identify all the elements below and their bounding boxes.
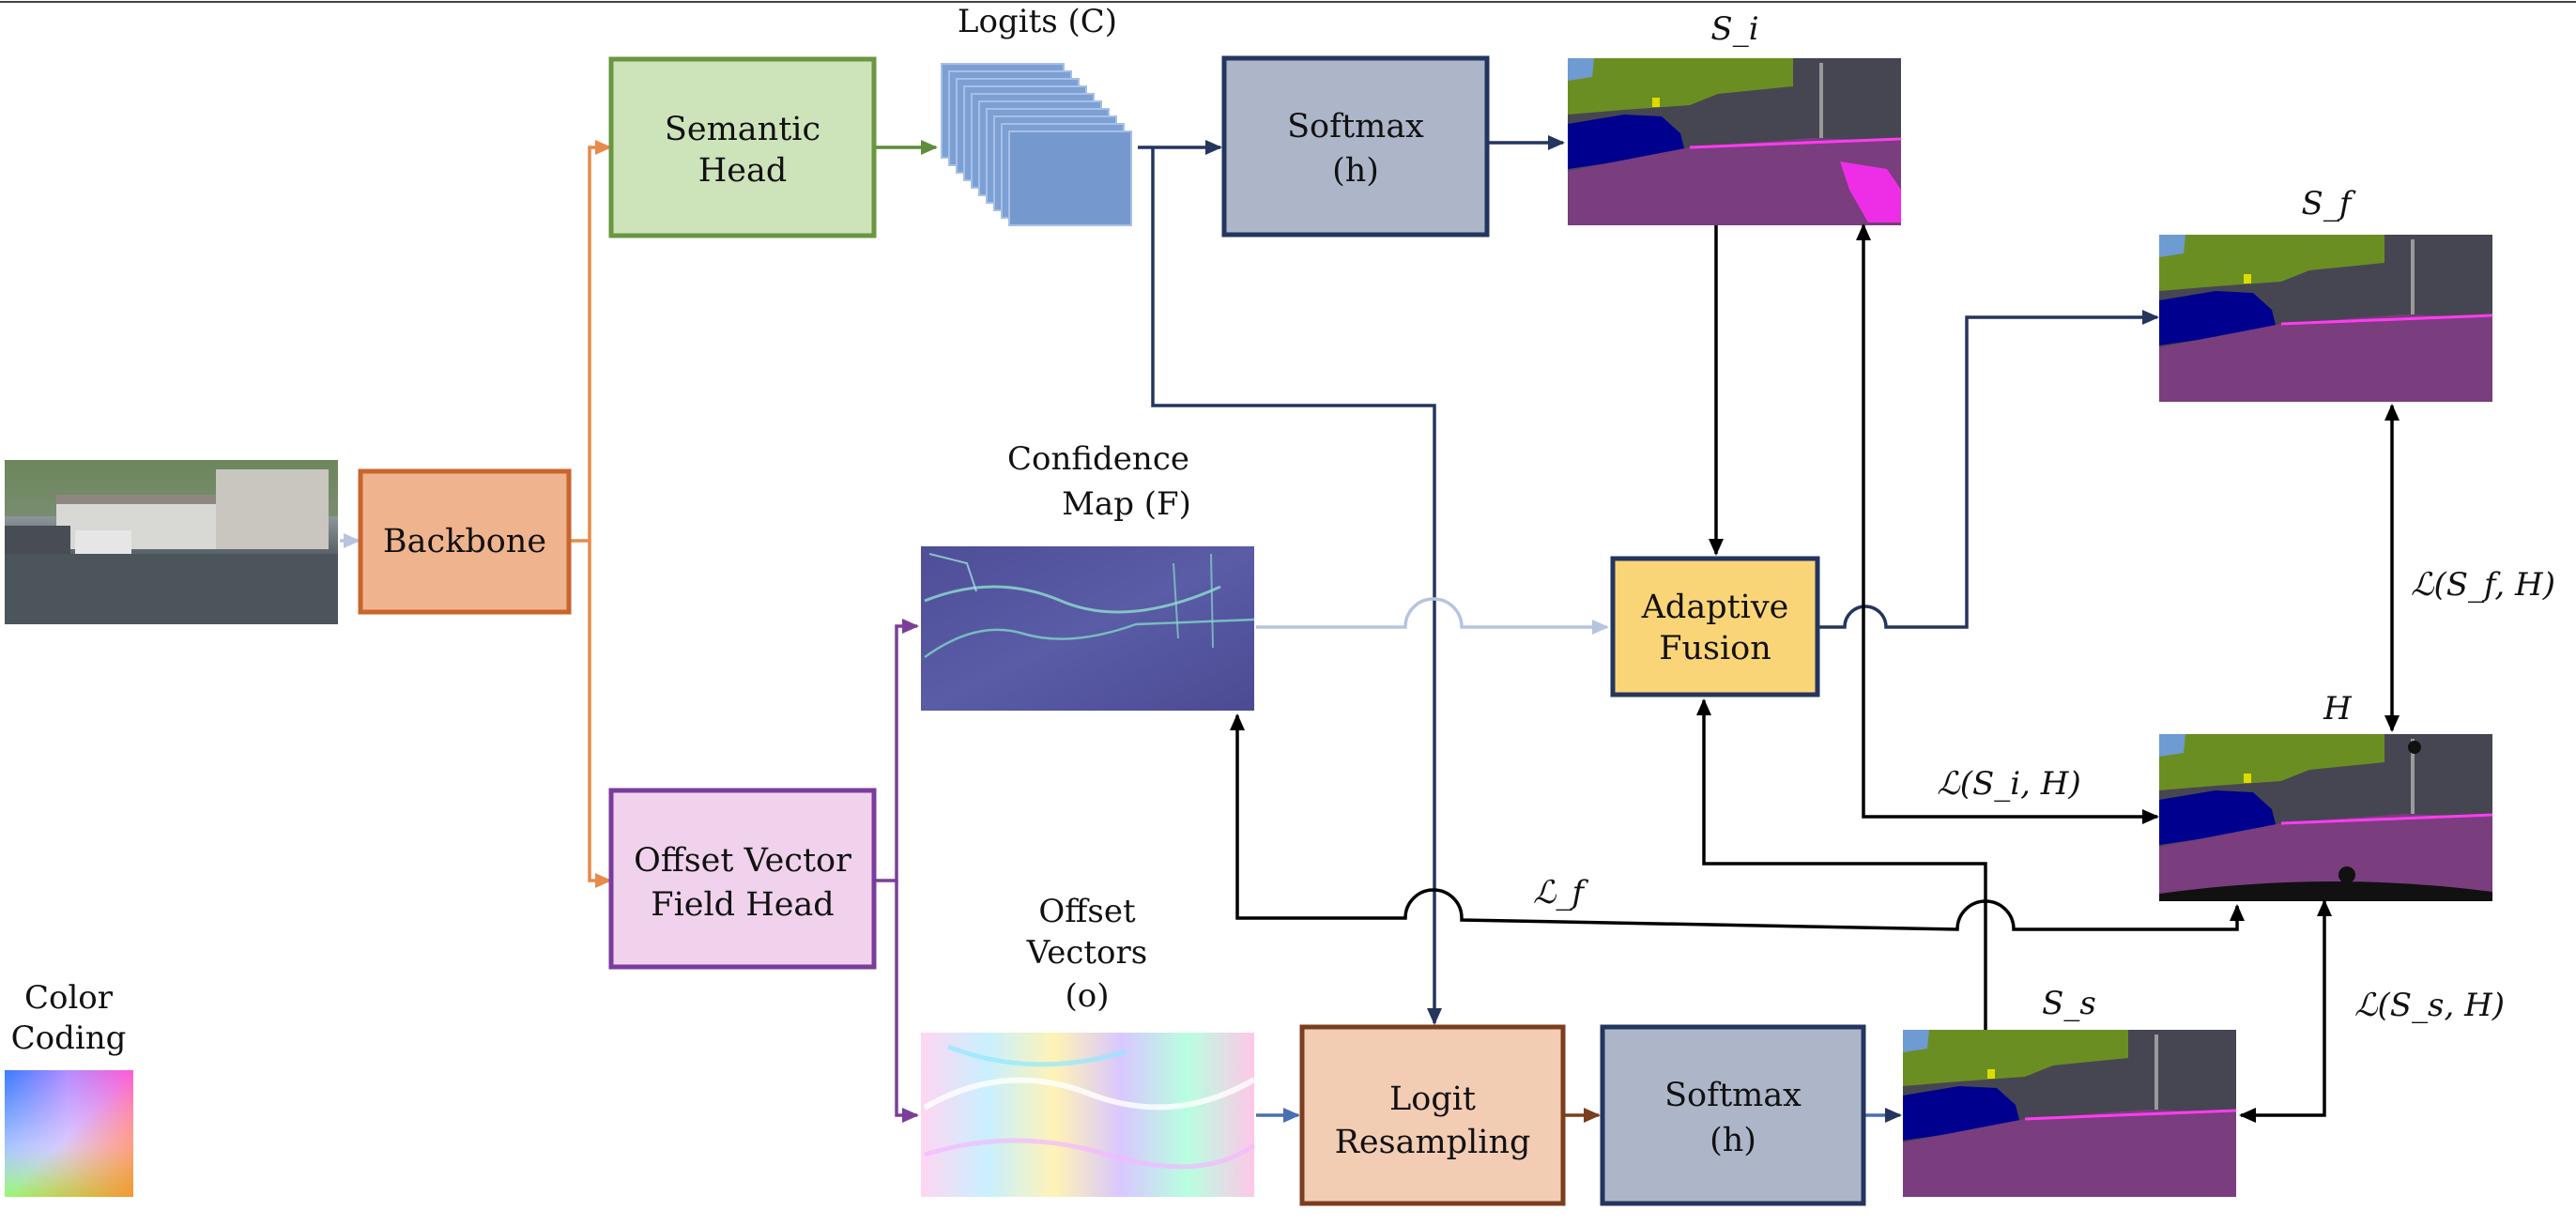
connectors <box>340 135 2400 1123</box>
softmax-bottom-box: Softmax (h) <box>1600 1024 1866 1206</box>
s-i-caption: S_i <box>1710 10 1758 48</box>
semantic-head-label-1: Semantic <box>665 111 820 148</box>
h-caption: H <box>2323 690 2353 728</box>
arrow-logits-resampling <box>1151 147 1442 1025</box>
loss-si-h-label: ℒ(S_i, H) <box>1937 765 2080 803</box>
softmax-top-box: Softmax (h) <box>1221 55 1490 238</box>
color-coding-caption-2: Coding <box>11 1019 127 1057</box>
offset-head-label-1: Offset Vector <box>634 842 851 880</box>
arrow-loss-ss-h <box>2239 899 2332 1123</box>
semantic-head-label-2: Head <box>698 152 788 190</box>
confidence-caption-1: Confidence <box>1007 440 1189 478</box>
s-f-caption: S_f <box>2302 185 2356 222</box>
arrow-ss-fusion <box>1696 698 1987 1030</box>
loss-sf-h-label: ℒ(S_f, H) <box>2411 566 2555 604</box>
logits-stack-image <box>941 63 1132 226</box>
softmax-top-label-2: (h) <box>1332 152 1379 190</box>
adaptive-fusion-label-2: Fusion <box>1659 630 1771 667</box>
loss-f-label: ℒ_f <box>1533 874 1588 912</box>
segmentation-h <box>2159 734 2492 901</box>
logit-resampling-label-1: Logit <box>1389 1080 1476 1118</box>
logit-resampling-box: Logit Resampling <box>1299 1024 1566 1206</box>
input-image <box>5 460 338 624</box>
logits-caption: Logits (C) <box>958 3 1117 40</box>
arrow-backbone-heads <box>571 140 612 543</box>
arrow-confidence-fusion <box>1256 597 1609 635</box>
offset-vectors-image <box>921 1033 1256 1197</box>
softmax-top-label-1: Softmax <box>1287 108 1424 146</box>
offset-vectors-caption-1: Offset <box>1038 893 1136 930</box>
backbone-box: Backbone <box>358 468 572 615</box>
confidence-map-image <box>921 546 1255 711</box>
offset-vectors-caption-3: (o) <box>1066 977 1110 1015</box>
arrow-loss-f <box>1230 713 2245 931</box>
semantic-head-box: Semantic Head <box>608 56 877 238</box>
adaptive-fusion-label-1: Adaptive <box>1641 589 1789 626</box>
arrow-fusion-sf <box>1819 310 2159 629</box>
arrow-offset-outputs <box>876 619 919 882</box>
softmax-bottom-label-2: (h) <box>1710 1122 1756 1159</box>
loss-ss-h-label: ℒ(S_s, H) <box>2354 987 2505 1024</box>
segmentation-s-f <box>2159 235 2492 402</box>
s-s-caption: S_s <box>2042 985 2096 1022</box>
logit-resampling-label-2: Resampling <box>1335 1124 1531 1161</box>
color-coding-image <box>5 1070 133 1197</box>
backbone-label: Backbone <box>383 523 546 560</box>
segmentation-s-s <box>1903 1030 2236 1197</box>
adaptive-fusion-box: Adaptive Fusion <box>1610 556 1820 697</box>
confidence-caption-2: Map (F) <box>1062 485 1191 523</box>
offset-head-label-2: Field Head <box>651 886 834 924</box>
softmax-bottom-label-1: Softmax <box>1664 1077 1802 1114</box>
segmentation-s-i <box>1568 58 1901 225</box>
color-coding-caption-1: Color <box>24 979 114 1017</box>
offset-vectors-caption-2: Vectors <box>1026 934 1147 972</box>
arrow-loss-si-h <box>1856 223 2159 824</box>
offset-head-box: Offset Vector Field Head <box>608 788 877 970</box>
